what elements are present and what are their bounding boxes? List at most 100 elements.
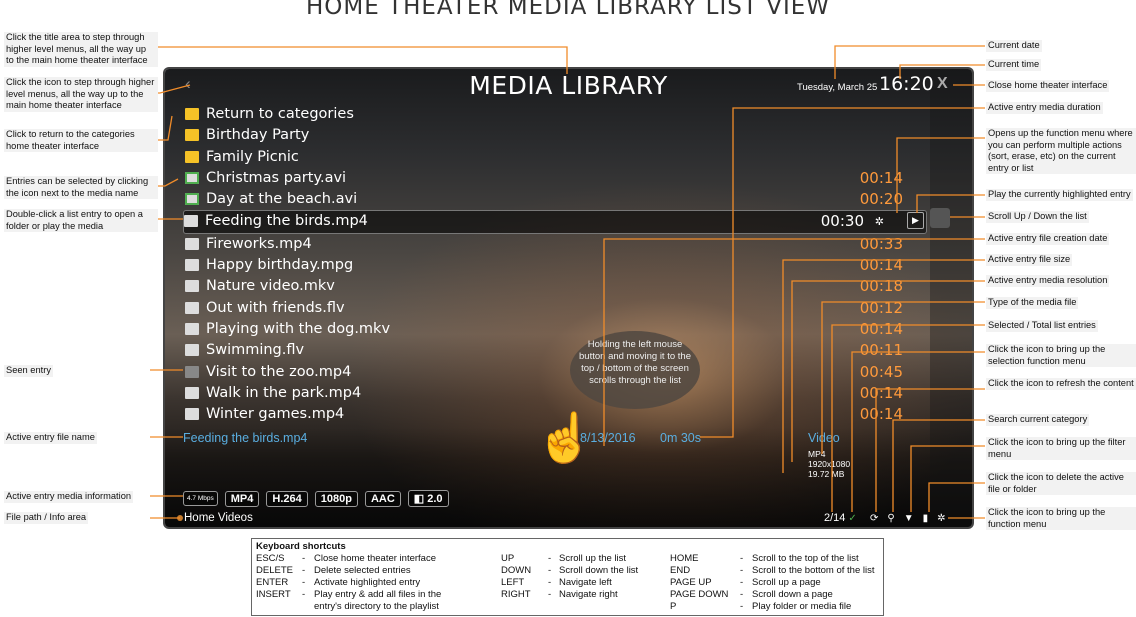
list-item[interactable]: Birthday Party <box>185 125 925 146</box>
shortcut-key: UP <box>501 553 515 564</box>
right-panel <box>930 69 972 527</box>
shortcut-dash: - <box>740 553 744 564</box>
clapper-icon[interactable] <box>185 344 199 357</box>
callout-active-name: Active entry file name <box>4 432 97 444</box>
audio-channels-badge: ◧ 2.0 <box>407 490 449 507</box>
shortcut-dash: - <box>740 565 744 576</box>
shortcut-description: Scroll down the list <box>559 565 639 576</box>
play-icon[interactable]: ▶ <box>907 212 924 230</box>
clapper-icon[interactable] <box>185 408 199 421</box>
shortcut-dash: - <box>548 589 552 600</box>
speaker-icon: ◧ <box>413 493 428 505</box>
list-item-duration: 00:20 <box>859 190 903 209</box>
list-item-duration: 00:33 <box>859 234 903 253</box>
callout-selection-menu: Click the icon to bring up the selection… <box>986 344 1136 367</box>
shortcut-dash: - <box>740 577 744 588</box>
callout-title-area: Click the title area to step through hig… <box>4 32 158 67</box>
return-folder-icon[interactable] <box>185 108 199 120</box>
bottom-toolbar: ⟳ ⚲ ▼ ▮ ✲ <box>870 513 946 524</box>
callout-search: Search current category <box>986 414 1090 426</box>
callout-delete: Click the icon to delete the active file… <box>986 472 1136 495</box>
list-item[interactable]: Happy birthday.mpg 00:14 <box>185 255 925 276</box>
selected-clapper-icon[interactable] <box>185 171 199 184</box>
list-item-name: Happy birthday.mpg <box>206 257 354 274</box>
selection-counter[interactable]: 2/14✓ <box>824 512 857 524</box>
shortcut-dash: - <box>740 589 744 600</box>
list-item-name: Walk in the park.mp4 <box>206 384 362 401</box>
shortcut-description: Navigate right <box>559 589 618 600</box>
active-entry-resolution: 1920x1080 <box>808 459 851 469</box>
shortcut-description: Delete selected entries <box>314 565 411 576</box>
callout-function-menu: Opens up the function menu where you can… <box>986 128 1136 174</box>
list-item[interactable]: Return to categories <box>185 104 925 125</box>
trash-icon[interactable]: ▮ <box>922 513 929 524</box>
shortcut-dash: - <box>740 601 744 612</box>
shortcut-key: HOME <box>670 553 699 564</box>
list-item-name: Fireworks.mp4 <box>206 235 312 252</box>
list-item-duration: 00:12 <box>859 298 903 317</box>
refresh-icon[interactable]: ⟳ <box>870 513 879 524</box>
checkmark-icon[interactable]: ✓ <box>848 513 857 524</box>
shortcut-key: DOWN <box>501 565 532 576</box>
list-item-duration: 00:14 <box>859 319 903 338</box>
list-item-name: Return to categories <box>206 106 354 122</box>
clapper-icon[interactable] <box>185 322 199 335</box>
callout-refresh: Click the icon to refresh the content <box>986 378 1136 390</box>
list-item-duration: 00:18 <box>859 277 903 296</box>
list-item[interactable]: Family Picnic <box>185 147 925 168</box>
callout-return-categories: Click to return to the categories home t… <box>4 129 158 152</box>
shortcut-key: PAGE UP <box>670 577 712 588</box>
callout-creation-date: Active entry file creation date <box>986 233 1110 245</box>
folder-icon[interactable] <box>185 129 199 142</box>
callout-selected-total: Selected / Total list entries <box>986 320 1098 332</box>
active-entry-size: 19.72 MB <box>808 469 845 479</box>
close-icon[interactable]: X <box>937 75 948 92</box>
list-item[interactable]: Fireworks.mp4 00:33 <box>185 234 925 255</box>
clapper-icon[interactable] <box>184 215 198 228</box>
selection-counter-text: 2/14 <box>824 512 846 524</box>
callout-play: Play the currently highlighted entry <box>986 189 1133 201</box>
window-title[interactable]: MEDIA LIBRARY <box>469 71 668 100</box>
active-entry-type: Video <box>808 431 840 445</box>
folder-icon[interactable] <box>185 150 199 163</box>
scrollbar-thumb[interactable] <box>930 208 950 228</box>
back-icon[interactable]: ‹ <box>185 74 191 93</box>
list-item-name: Nature video.mkv <box>206 278 335 295</box>
gear-icon[interactable]: ✲ <box>937 513 946 524</box>
shortcut-key: END <box>670 565 691 576</box>
clapper-icon[interactable] <box>185 280 199 293</box>
shortcut-description: Scroll to the bottom of the list <box>752 565 875 576</box>
clapper-icon[interactable] <box>185 386 199 399</box>
selected-clapper-icon[interactable] <box>185 193 199 206</box>
filter-icon[interactable]: ▼ <box>903 513 914 524</box>
page-title: HOME THEATER MEDIA LIBRARY LIST VIEW <box>305 0 831 20</box>
seen-clapper-icon[interactable] <box>185 365 199 378</box>
list-item-duration: 00:14 <box>859 405 903 424</box>
current-date: Tuesday, March 25 <box>797 82 878 93</box>
list-item-duration: 00:14 <box>859 256 903 275</box>
shortcut-dash: - <box>548 565 552 576</box>
clapper-icon[interactable] <box>185 301 199 314</box>
callout-resolution: Active entry media resolution <box>986 275 1110 287</box>
clapper-icon[interactable] <box>185 237 199 250</box>
container-badge: MP4 <box>224 490 260 507</box>
callout-scroll: Scroll Up / Down the list <box>986 211 1089 223</box>
callout-media-info: Active entry media information <box>4 491 134 503</box>
list-item-duration: 00:30 <box>820 212 864 231</box>
search-icon[interactable]: ⚲ <box>887 513 895 524</box>
list-item[interactable]: Nature video.mkv 00:18 <box>185 276 925 297</box>
callout-seen-entry: Seen entry <box>4 365 53 377</box>
clapper-icon[interactable] <box>185 259 199 272</box>
row-gear-icon[interactable]: ✲ <box>874 216 884 229</box>
shortcut-description: entry's directory to the playlist <box>314 601 439 612</box>
audio-channels-value: 2.0 <box>427 493 443 505</box>
callout-file-size: Active entry file size <box>986 254 1073 266</box>
